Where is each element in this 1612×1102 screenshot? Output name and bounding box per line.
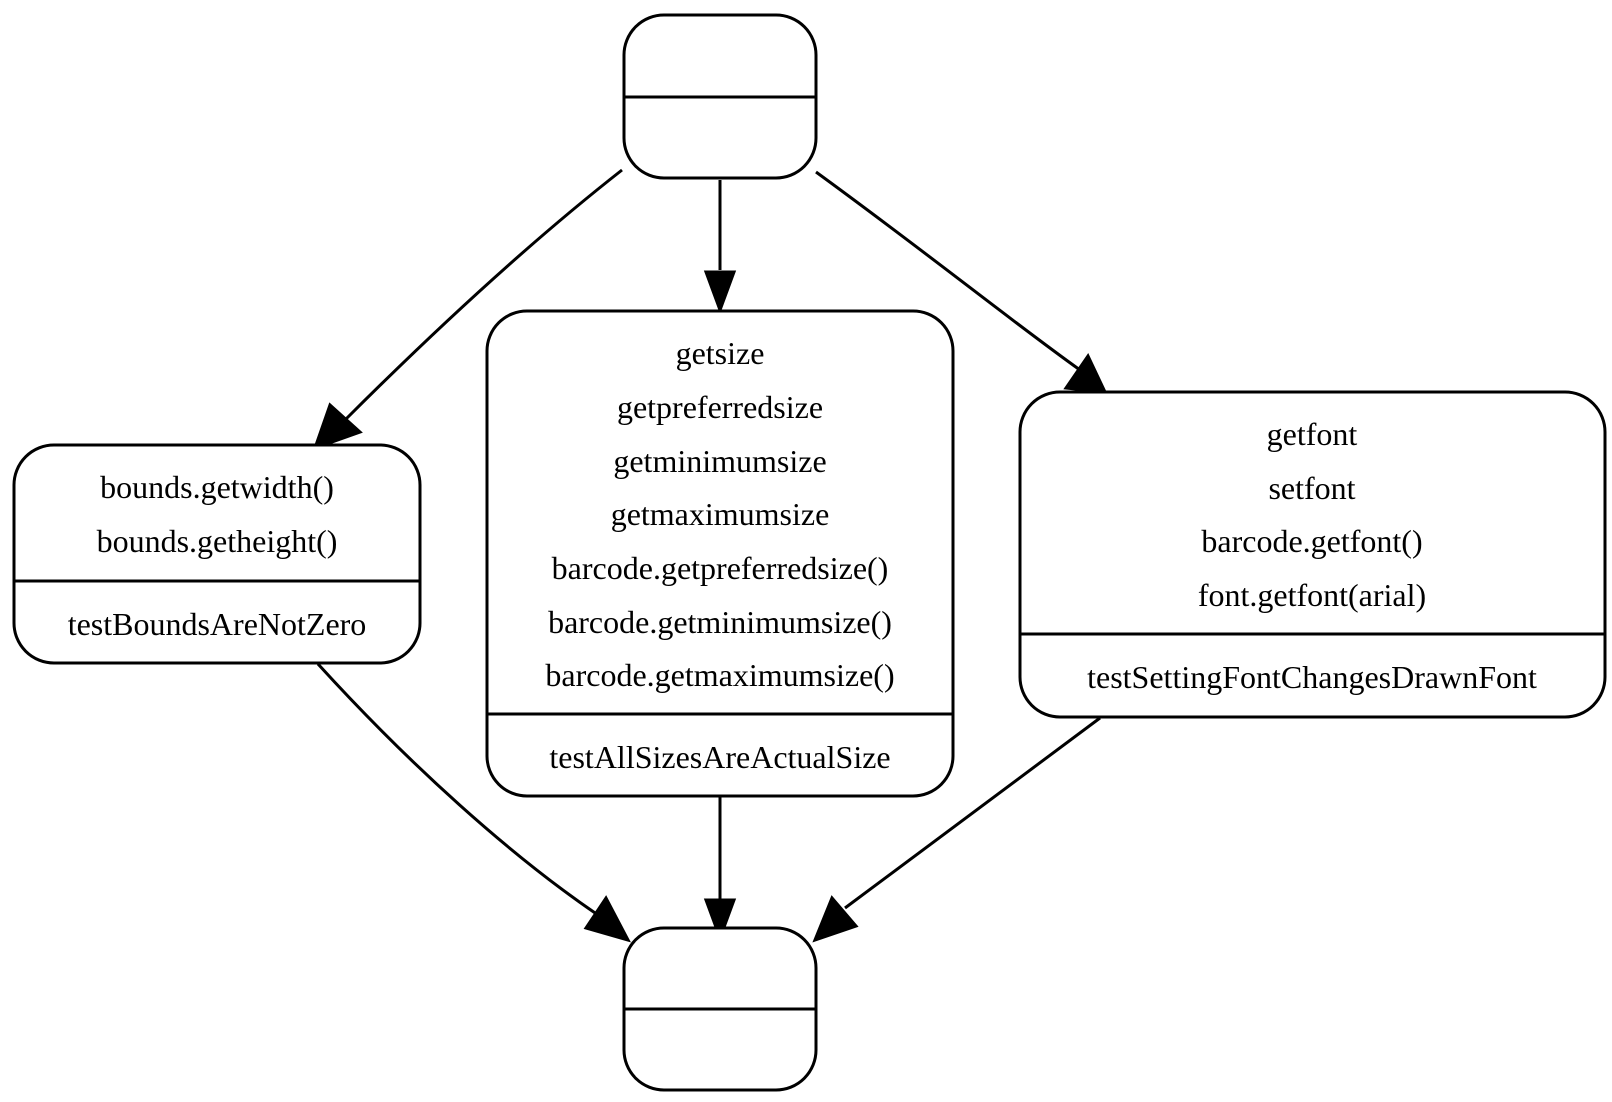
sizes-line-7: barcode.getmaximumsize() <box>545 657 894 693</box>
end-node <box>622 926 818 1092</box>
sizes-footer: testAllSizesAreActualSize <box>549 739 890 775</box>
sizes-line-1: getsize <box>676 335 765 371</box>
edge-start-to-bounds <box>312 168 623 451</box>
font-line-2: setfont <box>1268 470 1355 506</box>
bounds-line-1: bounds.getwidth() <box>100 469 334 505</box>
font-line-3: barcode.getfont() <box>1201 523 1422 559</box>
bounds-node: bounds.getwidth() bounds.getheight() tes… <box>12 443 422 665</box>
font-node-box <box>1018 390 1607 719</box>
sizes-node-box <box>485 309 955 798</box>
font-footer: testSettingFontChangesDrawnFont <box>1087 659 1537 695</box>
font-node: getfont setfont barcode.getfont() font.g… <box>1018 390 1607 719</box>
sizes-line-4: getmaximumsize <box>611 496 830 532</box>
bounds-footer: testBoundsAreNotZero <box>68 606 367 642</box>
edge-bounds-to-end <box>316 662 631 943</box>
edge-start-to-sizes <box>703 180 737 315</box>
sizes-line-5: barcode.getpreferredsize() <box>552 550 889 586</box>
sizes-line-2: getpreferredsize <box>617 389 823 425</box>
sizes-node: getsize getpreferredsize getminimumsize … <box>485 309 955 798</box>
bounds-line-2: bounds.getheight() <box>97 523 338 559</box>
edges <box>312 168 1108 943</box>
edge-start-to-font <box>815 170 1108 394</box>
sizes-line-3: getminimumsize <box>613 443 826 479</box>
font-line-1: getfont <box>1267 416 1358 452</box>
start-node <box>622 13 818 180</box>
edge-font-to-end <box>812 716 1101 943</box>
font-line-4: font.getfont(arial) <box>1198 577 1426 613</box>
sizes-line-6: barcode.getminimumsize() <box>548 604 892 640</box>
bounds-node-box <box>12 443 422 665</box>
edge-sizes-to-end <box>703 797 737 943</box>
